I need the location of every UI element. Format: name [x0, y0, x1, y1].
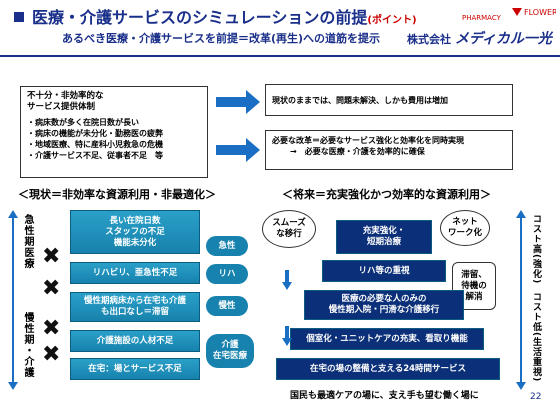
logo-text-left: PHARMACY [462, 14, 502, 22]
cost-double-arrow-icon [516, 210, 526, 390]
care-home-oval: 介護 在宅医療 [206, 334, 254, 368]
blocked-x-icon: ✖ [42, 342, 61, 367]
smooth-transition-callout: スムーズ な移行 [262, 210, 316, 248]
problem-item: ・病床の機能が未分化・勤務医の疲弊 [27, 129, 163, 138]
current-section-title: ＜現状＝非効率な資源利用・非最適化＞ [18, 188, 216, 201]
current-problems-box: 不十分・非効率的な サービス提供体制 ・病床数が多く在院日数が長い ・病床の機能… [20, 86, 208, 178]
reform-box: 必要な改革＝必要なサービス強化と効率化を同時実現 → 必要な医療・介護を効率的に… [265, 130, 513, 170]
current-care-facility-box: 介護施設の人材不足 [70, 330, 200, 352]
blocked-x-icon: ✖ [42, 244, 61, 269]
page-title: 医療・介護サービスのシミュレーションの前提(ポイント) [32, 8, 417, 27]
right-arrow-icon [216, 138, 260, 162]
cost-low-label: コスト低(生活重視) [531, 292, 541, 383]
status-quo-box: 現状のままでは、問題未解決、しかも費用は増加 [265, 84, 513, 116]
down-arrow-icon [282, 326, 292, 346]
current-home-care-box: 在宅：場とサービス不足 [70, 358, 200, 380]
company-name: 株式会社 メディカル一光 [407, 31, 552, 47]
cost-high-label: コスト高(強化) [531, 214, 541, 285]
current-chronic-box: 慢性期病床から在宅も介護 も出口なし＝滞留 [70, 292, 200, 322]
page-number: 22 [530, 392, 542, 402]
blocked-x-icon: ✖ [42, 316, 61, 341]
pyramid-acute-tier: 充実強化・ 短期治療 [336, 220, 432, 254]
network-callout: ネット ワーク化 [440, 210, 490, 246]
chronic-oval: 慢性 [206, 296, 248, 316]
chronic-care-label: 慢性期・介護 [22, 312, 33, 378]
problem-item: ・地域医療、特に産科小児救急の危機 [27, 140, 163, 149]
problems-heading: 不十分・非効率的な サービス提供体制 [27, 91, 104, 112]
pyramid-facility-tier: 個室化・ユニットケアの充実、看取り機能 [290, 328, 484, 350]
current-acute-box: 長い在院日数 スタッフの不足 機能未分化 [70, 210, 200, 254]
acute-care-label: 急性期医療 [22, 214, 33, 269]
pyramid-chronic-tier: 医療の必要な人のみの 慢性期入院・円滑な介護移行 [304, 290, 464, 320]
right-arrow-icon [216, 90, 260, 114]
vertical-double-arrow-icon [8, 210, 18, 390]
down-arrow-icon [282, 270, 292, 290]
blocked-x-icon: ✖ [42, 276, 61, 301]
problem-item: ・介護サービス不足、従事者不足 等 [27, 151, 163, 160]
pyramid-home-tier: 在宅の場の整備と支える24時間サービス [276, 358, 500, 380]
rehab-oval: リハ [206, 264, 248, 284]
title-bullet [14, 12, 24, 22]
footer-text: 国民も最適ケアの場に、支え手も望む働く場に [290, 391, 479, 401]
current-rehab-box: リハビリ、亜急性不足 [70, 262, 200, 284]
pharmacy-flower-logo: PHARMACY FLOWER [462, 8, 556, 22]
header-rule [0, 55, 560, 57]
problem-item: ・病床数が多く在院日数が長い [27, 118, 139, 127]
future-section-title: ＜将来＝充実強化かつ効率的な資源利用＞ [282, 188, 491, 201]
pyramid-rehab-tier: リハ等の重視 [322, 260, 446, 282]
logo-flower-icon [512, 8, 522, 16]
acute-oval: 急性 [206, 236, 248, 256]
page-subtitle: あるべき医療・介護サービスを前提＝改革(再生)への道筋を提示 [62, 32, 381, 45]
logo-text-right: FLOWER [524, 8, 556, 17]
